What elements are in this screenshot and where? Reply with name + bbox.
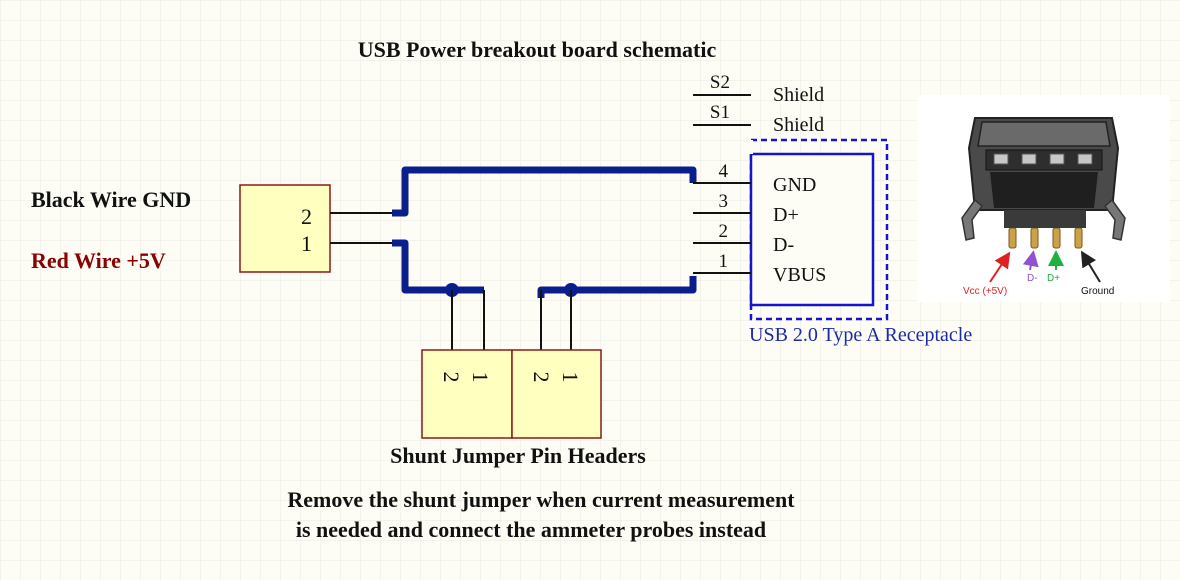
battery-connector-pin-1: 1 (301, 231, 312, 256)
jumper-caption: Shunt Jumper Pin Headers (390, 443, 646, 468)
usb-connector-shell-top (977, 121, 1111, 147)
jumper-left-pin-2: 2 (439, 372, 464, 383)
shield-s2-number: S2 (710, 72, 730, 93)
usb-pin-1-name: VBUS (773, 264, 826, 286)
vcc-wire-label: Red Wire +5V (31, 248, 166, 273)
usb-pin-2-name: D- (773, 234, 794, 256)
note-line-2: is needed and connect the ammeter probes… (296, 517, 766, 542)
usb-pin-3-name: D+ (773, 204, 799, 226)
usb-pin-3-number: 3 (719, 191, 729, 212)
usb-pin-1-number: 1 (719, 251, 729, 272)
jumper-leads (451, 290, 572, 350)
vcc-arrow (989, 251, 1011, 283)
jumper-right-pin-1: 1 (558, 372, 583, 383)
jumper-header-left: 2 1 (421, 349, 513, 439)
shield-s2-name: Shield (773, 84, 824, 106)
usb-connector-mount-right (1103, 198, 1126, 241)
usb-pin-2-number: 2 (719, 221, 729, 242)
usb-connector-tongue (985, 149, 1103, 171)
usb-pin-leads (693, 182, 751, 274)
usb-solder-pins (1008, 227, 1083, 249)
jumper-right-pin-2: 2 (529, 372, 554, 383)
gnd-net (392, 166, 697, 217)
gnd-wire-label: Black Wire GND (31, 187, 191, 212)
ground-photo-label: Ground (1081, 286, 1114, 297)
usb-connector-mount-left (961, 198, 984, 241)
vcc-photo-label: Vcc (+5V) (963, 286, 1007, 297)
jumper-header-right: 2 1 (511, 349, 602, 439)
usb-pin-4-number: 4 (719, 161, 729, 182)
jumper-header-left-body (421, 349, 513, 439)
usb-receptacle-caption: USB 2.0 Type A Receptacle (749, 324, 972, 346)
dminus-photo-label: D- (1027, 273, 1038, 284)
shield-s1-name: Shield (773, 114, 824, 136)
battery-connector: 2 1 (239, 184, 393, 273)
dminus-arrow (1022, 250, 1039, 271)
usb-receptacle: S2 S1 Shield Shield 4 3 2 1 GND D+ D- VB… (693, 72, 889, 321)
usb-pin-4-name: GND (773, 174, 816, 196)
title: USB Power breakout board schematic (358, 37, 717, 62)
jumper-left-pin-1: 1 (468, 372, 493, 383)
battery-connector-body (239, 184, 331, 273)
ground-arrow (1080, 250, 1101, 283)
dplus-photo-label: D+ (1047, 273, 1060, 284)
vbus-net-left (392, 239, 452, 294)
jumper-header-right-body (511, 349, 602, 439)
usb-contact-pads (993, 153, 1093, 165)
shield-s1-number: S1 (710, 102, 730, 123)
usb-connector-photo: Vcc (+5V) D- D+ Ground (917, 95, 1170, 302)
usb-connector-inner-cavity (990, 172, 1098, 208)
battery-connector-pin-2: 2 (301, 204, 312, 229)
note-line-1: Remove the shunt jumper when current mea… (287, 487, 795, 512)
usb-receptacle-body (749, 152, 875, 307)
